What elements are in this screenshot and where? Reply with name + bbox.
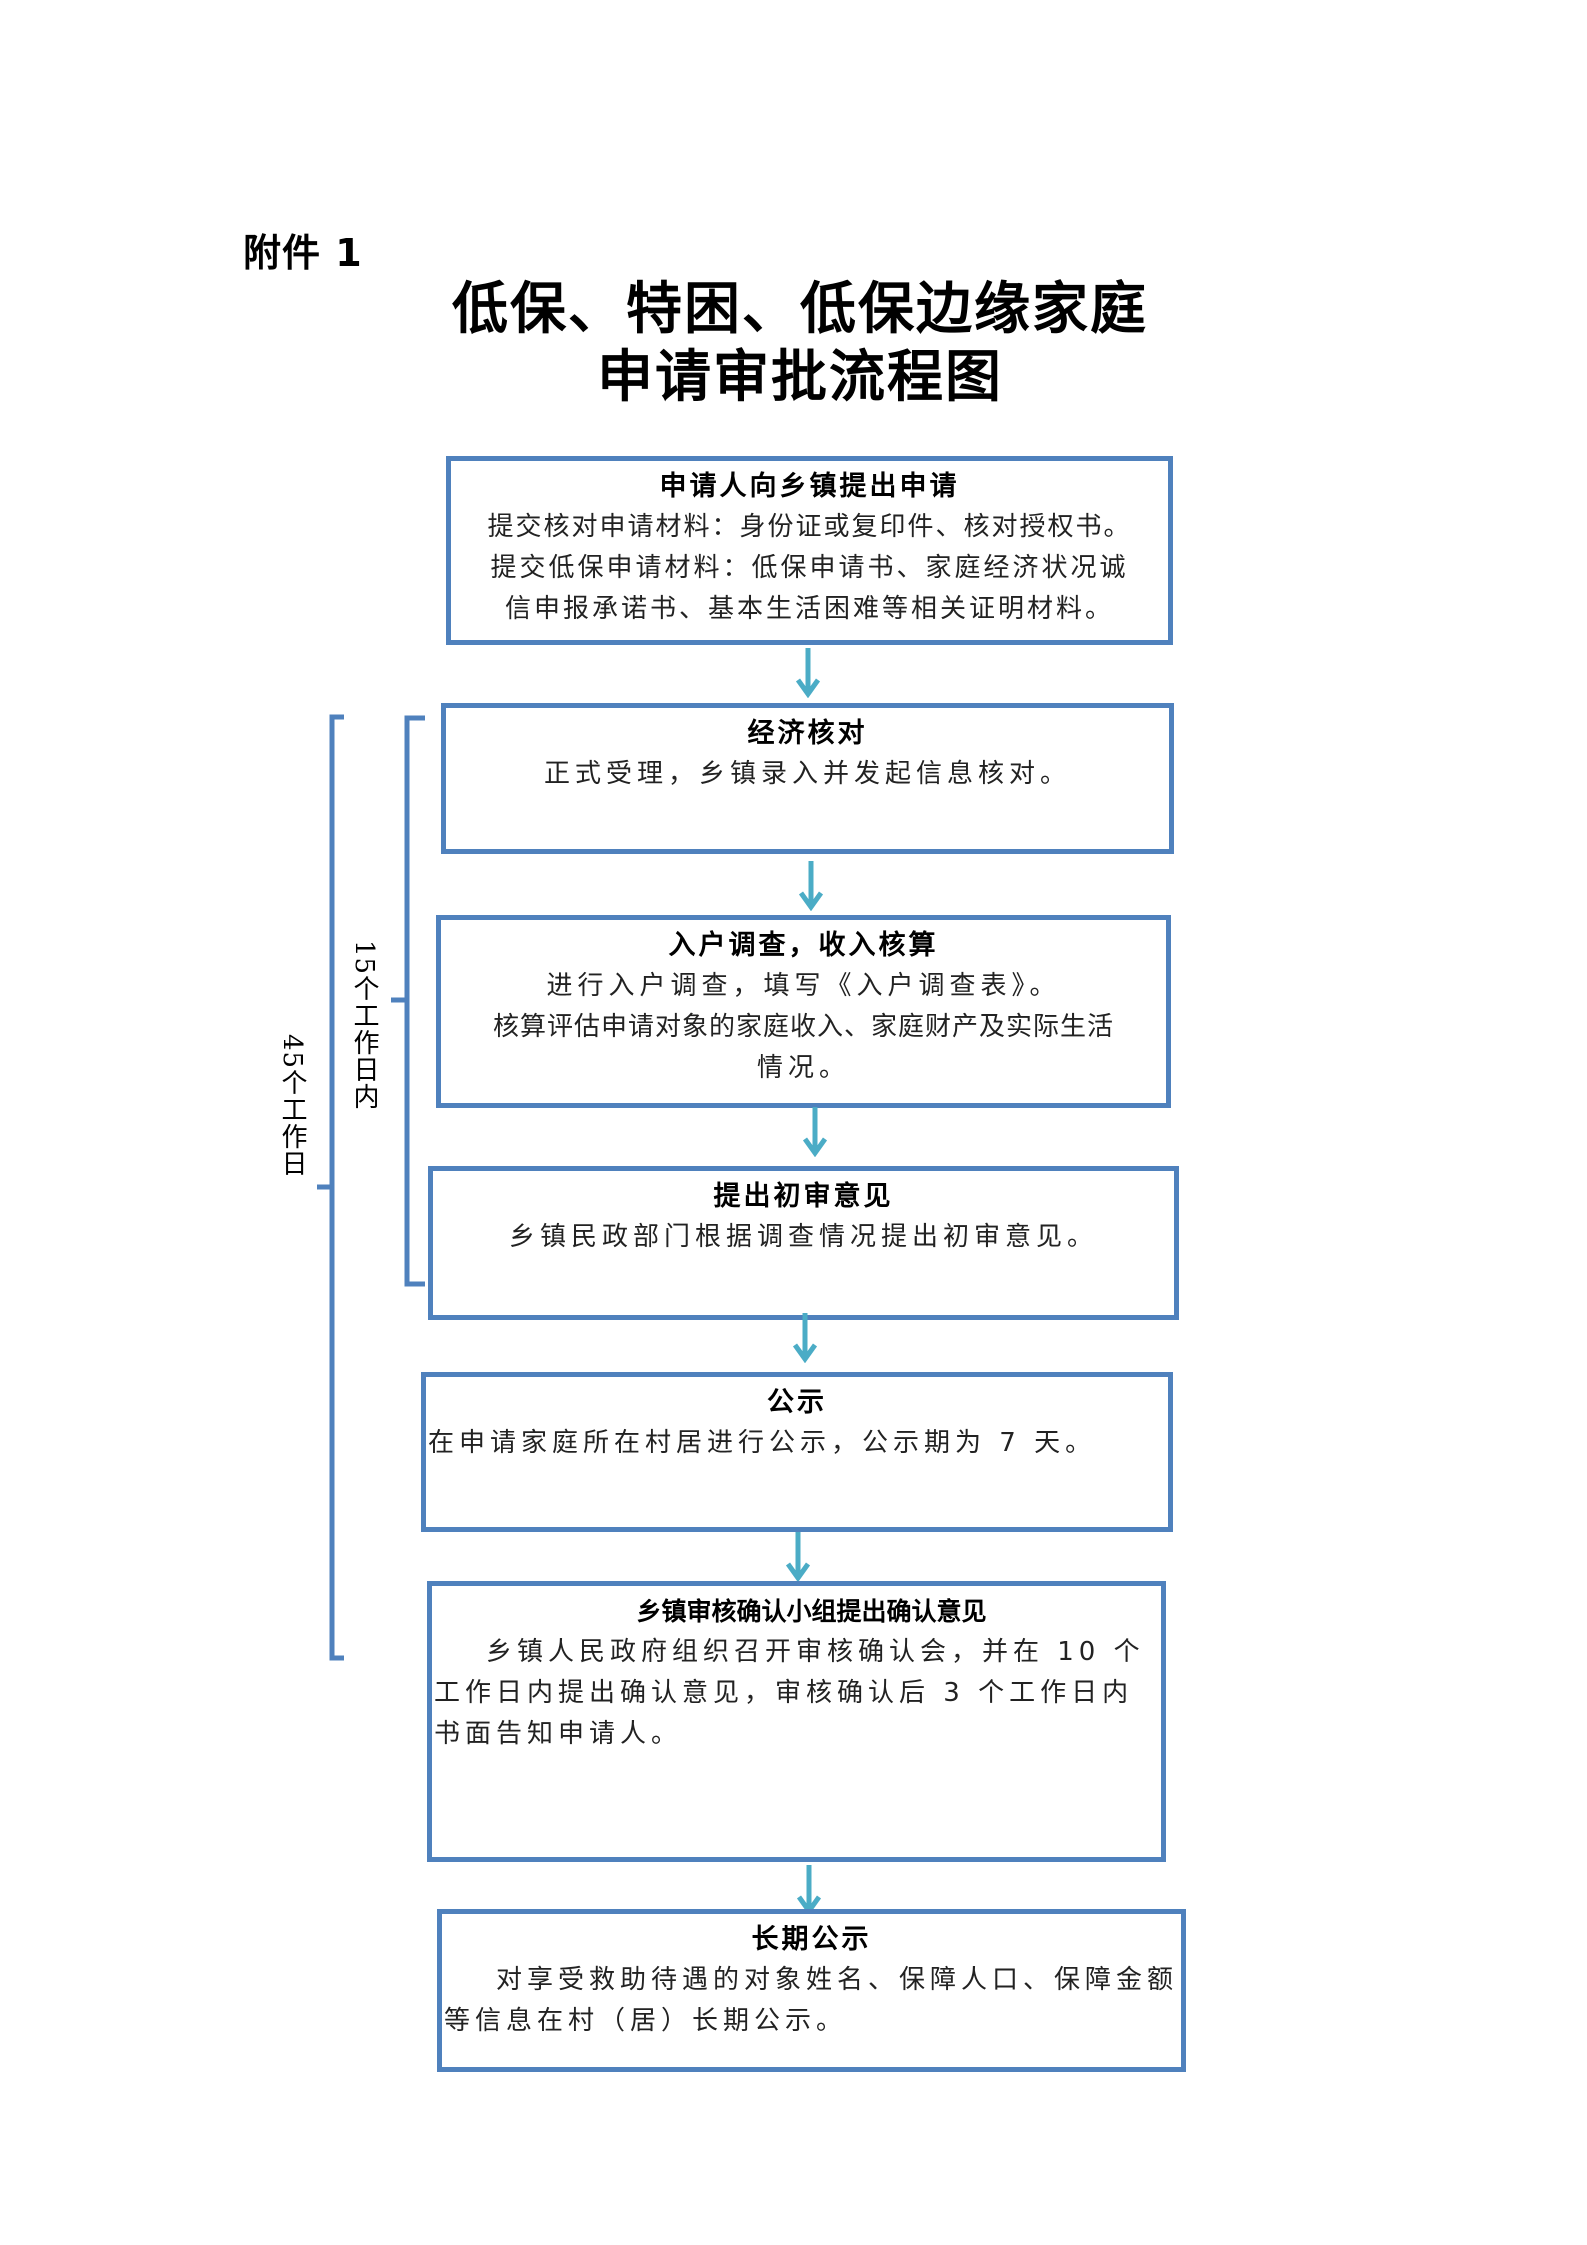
flow-arrow [793, 1313, 817, 1363]
step-title: 入户调查，收入核算 [668, 930, 939, 961]
step-box-public-notice: 公示 在申请家庭所在村居进行公示，公示期为 7 天。 [421, 1372, 1173, 1532]
step-text-line: 在申请家庭所在村居进行公示，公示期为 7 天。 [428, 1428, 1097, 1458]
step-title: 经济核对 [747, 718, 868, 749]
step-box-long-term-notice: 长期公示 对享受救助待遇的对象姓名、保障人口、保障金额等信息在村（居）长期公示。 [437, 1909, 1186, 2072]
step-text-line: 对享受救助待遇的对象姓名、保障人口、保障金额等信息在村（居）长期公示。 [444, 1965, 1179, 2036]
flow-arrow [799, 861, 823, 911]
step-box-confirmation: 乡镇审核确认小组提出确认意见 乡镇人民政府组织召开审核确认会，并在 10 个工作… [427, 1581, 1166, 1862]
step-text-line: 乡镇民政部门根据调查情况提出初审意见。 [508, 1222, 1098, 1252]
flow-arrow [796, 648, 820, 698]
step-text-line: 乡镇人民政府组织召开审核确认会，并在 10 个工作日内提出确认意见，审核确认后 … [434, 1637, 1145, 1749]
step-text-line: 提交核对申请材料：身份证或复印件、核对授权书。 [487, 512, 1132, 542]
bracket-label-45-days: 45个工作日 [277, 1034, 307, 1178]
flow-arrow [803, 1107, 827, 1157]
step-title: 提出初审意见 [713, 1181, 894, 1212]
step-box-economic-check: 经济核对 正式受理，乡镇录入并发起信息核对。 [441, 703, 1174, 854]
bracket-15-days [391, 715, 425, 1287]
flow-arrow [797, 1865, 821, 1915]
page-title-line2: 申请审批流程图 [597, 345, 1003, 410]
step-text-line: 提交低保申请材料：低保申请书、家庭经济状况诚 [490, 553, 1129, 583]
step-text-line: 情况。 [756, 1053, 850, 1083]
annex-label: 附件 1 [243, 231, 363, 275]
step-box-household-survey: 入户调查，收入核算 进行入户调查，填写《入户调查表》。 核算评估申请对象的家庭收… [436, 915, 1171, 1108]
step-text-line: 正式受理，乡镇录入并发起信息核对。 [543, 759, 1071, 789]
step-box-apply: 申请人向乡镇提出申请 提交核对申请材料：身份证或复印件、核对授权书。 提交低保申… [446, 456, 1173, 645]
flow-arrow [786, 1532, 810, 1582]
bracket-45-days [317, 714, 344, 1661]
step-box-preliminary-review: 提出初审意见 乡镇民政部门根据调查情况提出初审意见。 [428, 1166, 1179, 1320]
step-title: 长期公示 [751, 1924, 872, 1955]
step-text-line: 核算评估申请对象的家庭收入、家庭财产及实际生活 [492, 1012, 1114, 1042]
step-text-line: 进行入户调查，填写《入户调查表》。 [546, 971, 1061, 1001]
step-title: 乡镇审核确认小组提出确认意见 [636, 1597, 987, 1626]
step-text-line: 信申报承诺书、基本生活困难等相关证明材料。 [504, 594, 1114, 624]
page-title-line1: 低保、特困、低保边缘家庭 [452, 277, 1148, 342]
step-title: 公示 [767, 1387, 827, 1418]
step-title: 申请人向乡镇提出申请 [659, 471, 960, 502]
bracket-label-15-days: 15个工作日内 [349, 940, 379, 1111]
